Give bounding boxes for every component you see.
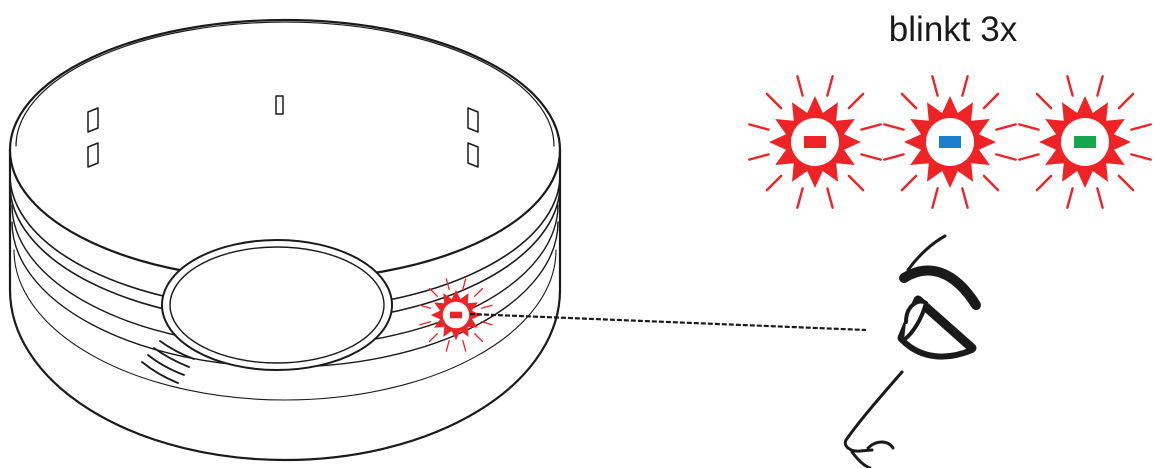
sounder-grille-icon: [141, 340, 195, 384]
blink-caption: blinkt 3x: [888, 10, 1018, 49]
smoke-detector: [8, 18, 562, 462]
detector-slot: [275, 95, 284, 115]
upper-lip: [850, 450, 872, 468]
blink-sequence: [748, 75, 1152, 209]
blue-led-flash-icon: [883, 75, 1017, 209]
burst-rays: [419, 278, 493, 352]
burst-rays: [748, 75, 882, 209]
nose: [843, 370, 904, 453]
green-led-flash-icon: [1018, 75, 1152, 209]
eyebrow: [899, 265, 981, 310]
iris: [902, 299, 928, 342]
detector-clip-left-2: [87, 142, 99, 168]
led-indicator: [804, 136, 826, 148]
led-indicator: [449, 311, 463, 319]
lower-eyelid: [899, 337, 975, 360]
nostril: [866, 440, 895, 450]
forehead: [906, 234, 947, 272]
detector-clip-left-1: [87, 107, 99, 133]
led-indicator: [1074, 136, 1096, 148]
red-led-flash-icon: [748, 75, 882, 209]
burst-rays: [1018, 75, 1152, 209]
test-button-outer: [161, 239, 393, 371]
eye-profile-icon: [843, 234, 981, 468]
burst-rays: [883, 75, 1017, 209]
test-button-inner: [169, 246, 385, 364]
line-of-sight: [469, 312, 867, 332]
detector-clip-right-2: [467, 142, 479, 168]
device-led-flash-icon: [419, 278, 493, 352]
detector-clip-right-1: [467, 107, 479, 133]
led-indicator: [939, 136, 961, 148]
